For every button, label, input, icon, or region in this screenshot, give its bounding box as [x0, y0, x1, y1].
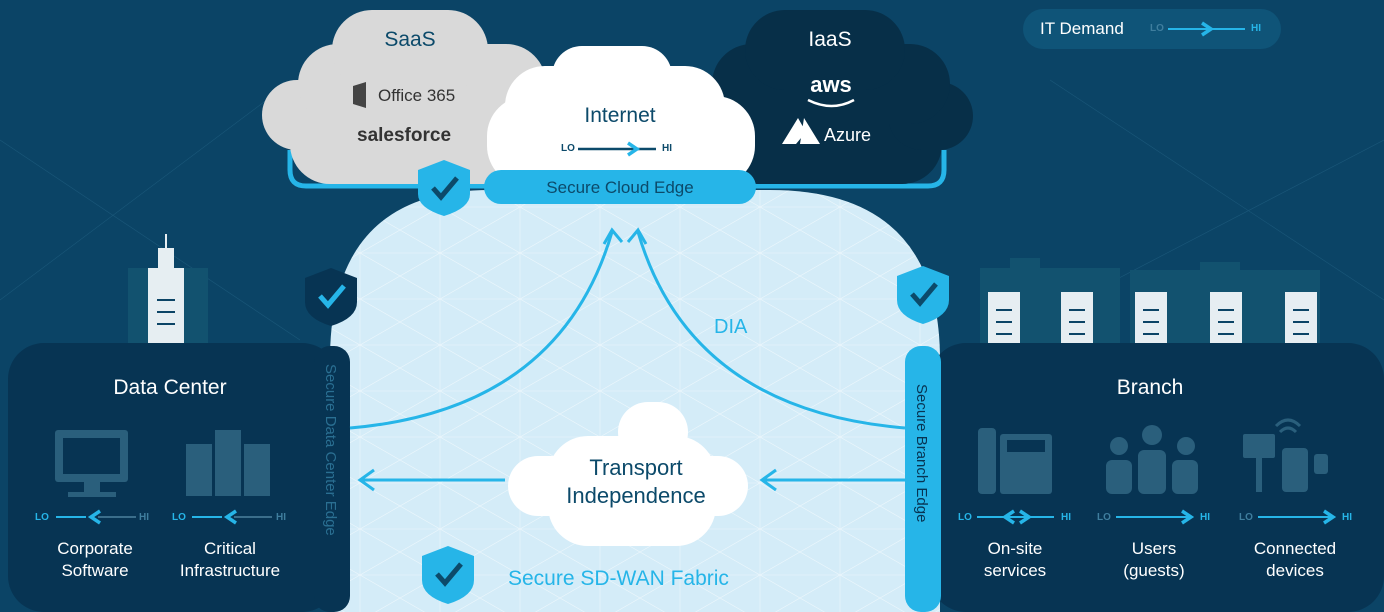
secure-datacenter-edge-label: Secure Data Center Edge — [322, 364, 339, 536]
users-hi: HI — [1200, 512, 1210, 523]
corporate-software-lo: LO — [35, 512, 49, 523]
users-line1: Users — [1131, 539, 1177, 558]
onsite-hi: HI — [1061, 512, 1071, 523]
transport-arrows — [357, 468, 905, 492]
phone-icon — [978, 428, 1052, 494]
onsite-arrow-icon — [1001, 509, 1033, 525]
legend-hi: HI — [1251, 23, 1261, 34]
aws-smile-icon — [807, 98, 855, 108]
azure-logo-icon — [782, 118, 820, 144]
corporate-software-hi: HI — [139, 512, 149, 523]
iaas-title: IaaS — [808, 28, 852, 51]
secure-cloud-edge-pill — [484, 170, 756, 204]
users-arrow-icon — [1181, 509, 1195, 525]
users-line2: (guests) — [1123, 561, 1185, 580]
background-mesh — [0, 79, 1384, 341]
branch-building-towers — [988, 292, 1317, 348]
secure-cloud-edge-label: Secure Cloud Edge — [546, 178, 694, 197]
branch-title: Branch — [1116, 376, 1184, 399]
onsite-lo: LO — [958, 512, 972, 523]
iaas-cloud — [712, 10, 973, 184]
azure-label: Azure — [824, 125, 872, 145]
corporate-software-line2: Software — [61, 561, 129, 580]
devices-lo: LO — [1239, 512, 1253, 523]
branch-shield-icon — [897, 266, 949, 324]
dia-paths — [349, 227, 906, 430]
onsite-line1: On-site — [987, 539, 1043, 558]
devices-hi: HI — [1342, 512, 1352, 523]
secure-branch-edge-label: Secure Branch Edge — [913, 384, 930, 523]
transport-cloud — [508, 402, 748, 546]
devices-arrow-icon — [1323, 509, 1337, 525]
users-icon — [1106, 425, 1198, 494]
devices-line1: Connected — [1253, 539, 1337, 558]
secure-branch-edge-bar — [905, 346, 941, 612]
office-icon — [353, 82, 366, 108]
devices-icon — [1243, 418, 1328, 492]
fabric-title: Secure SD-WAN Fabric — [508, 567, 729, 590]
datacenter-title: Data Center — [113, 376, 227, 399]
transport-label-line1: Transport — [589, 455, 683, 480]
fabric-shield-icon — [422, 546, 474, 604]
corporate-software-arrow-icon — [87, 509, 101, 525]
aws-label: aws — [810, 72, 852, 97]
transport-label-line2: Independence — [566, 483, 706, 508]
datacenter-panel — [8, 343, 338, 612]
cloud-shield-icon — [418, 160, 470, 216]
internet-hi: HI — [662, 143, 672, 154]
saas-cloud — [262, 10, 555, 184]
critical-infra-line1: Critical — [204, 539, 256, 558]
critical-infra-line2: Infrastructure — [179, 561, 281, 580]
devices-line2: devices — [1266, 561, 1324, 580]
monitor-icon — [55, 430, 128, 497]
datacenter-shield-icon — [305, 268, 357, 326]
internet-title: Internet — [584, 104, 656, 127]
onsite-line2: services — [983, 561, 1047, 580]
sd-wan-fabric — [330, 190, 940, 612]
dia-label: DIA — [714, 316, 748, 338]
salesforce-label: salesforce — [357, 125, 452, 146]
internet-cloud — [487, 46, 755, 186]
office-365-label: Office 365 — [378, 86, 456, 105]
users-lo: LO — [1097, 512, 1111, 523]
legend-title: IT Demand — [1040, 19, 1124, 38]
server-rack-icon — [186, 430, 270, 496]
secure-datacenter-edge-bar — [314, 346, 350, 612]
critical-infra-hi: HI — [276, 512, 286, 523]
legend-lo: LO — [1150, 23, 1164, 34]
internet-lo: LO — [561, 143, 575, 154]
critical-infra-arrow-icon — [223, 509, 237, 525]
legend-arrow-icon — [1201, 21, 1215, 37]
saas-title: SaaS — [384, 28, 436, 51]
legend-pill — [1023, 9, 1281, 49]
corporate-software-line1: Corporate — [57, 539, 133, 558]
datacenter-building-icon — [128, 234, 208, 348]
internet-arrow-icon — [627, 141, 641, 157]
critical-infra-lo: LO — [172, 512, 186, 523]
